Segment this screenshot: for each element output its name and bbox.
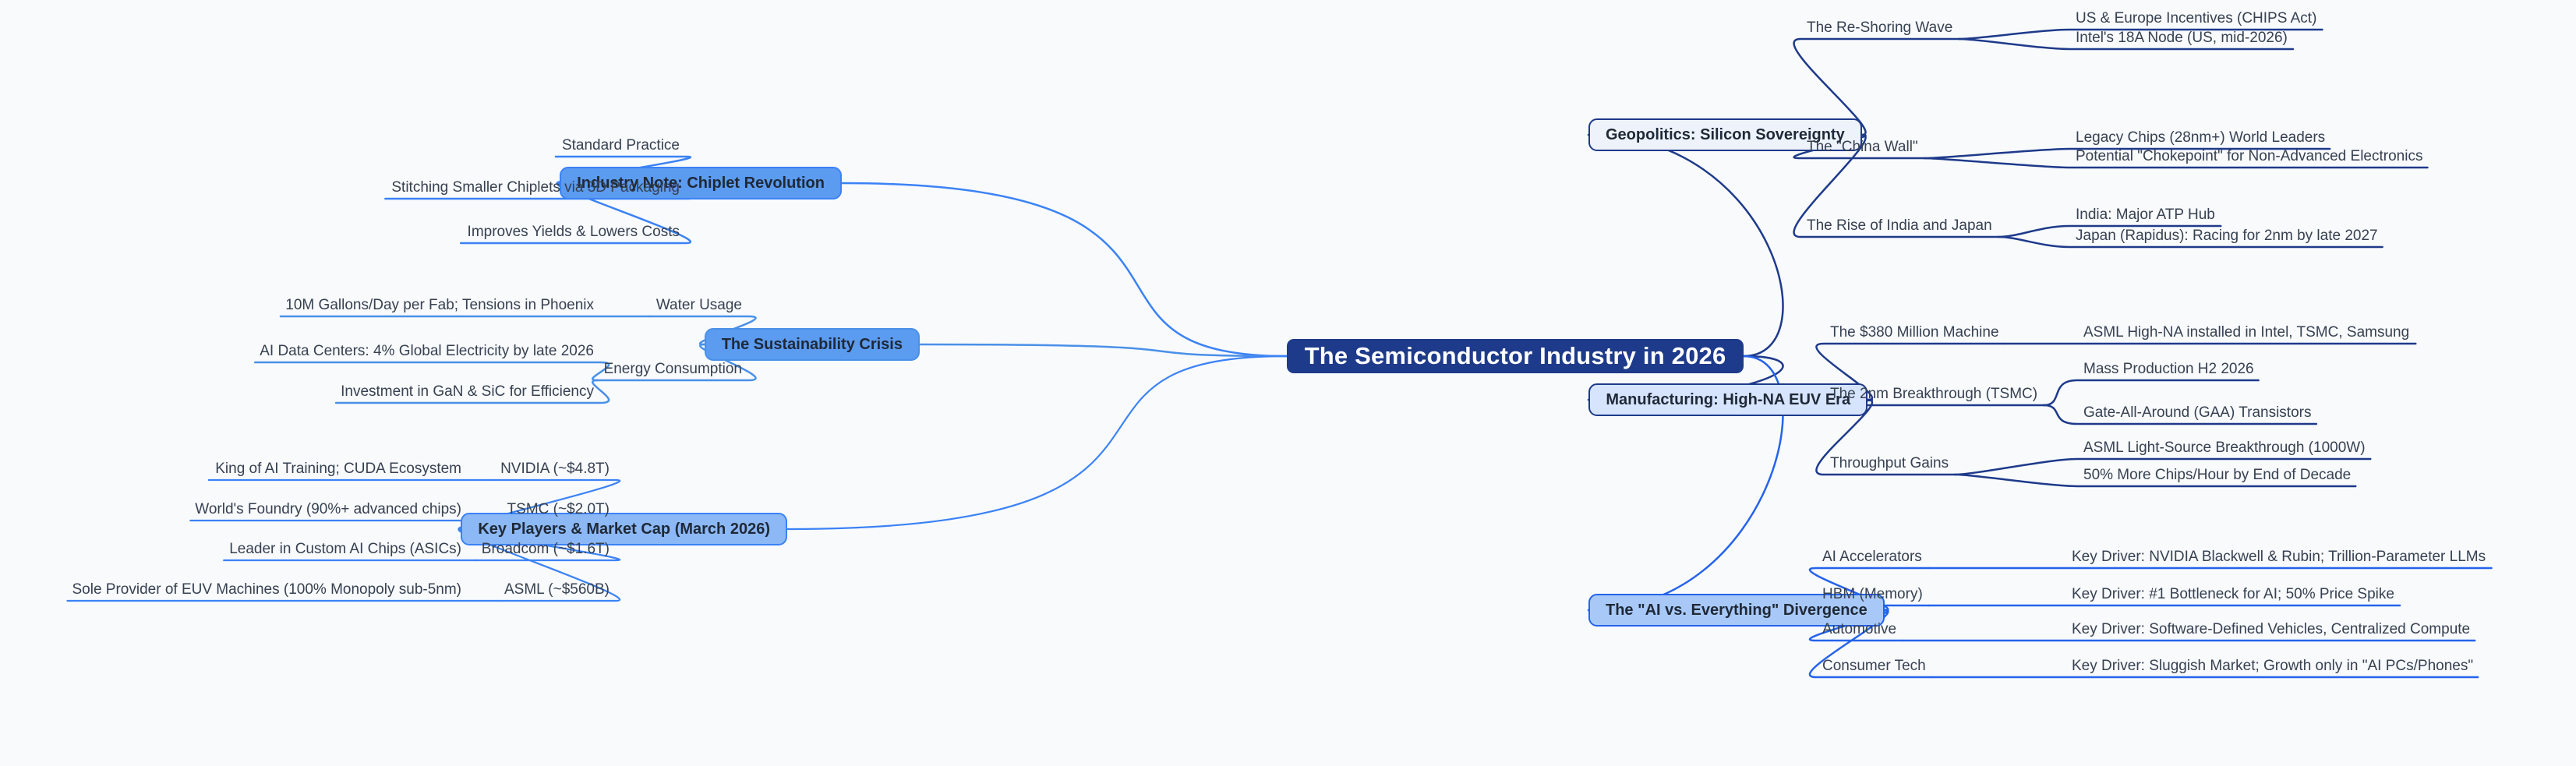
- leaf-label: World's Foundry (90%+ advanced chips): [195, 501, 461, 517]
- connector: [2042, 404, 2318, 425]
- leaf-label: Japan (Rapidus): Racing for 2nm by late …: [2076, 228, 2378, 244]
- connector: [1793, 133, 1999, 238]
- sub-branch-label: ASML (~$560B): [504, 581, 610, 598]
- connector: [1923, 157, 2429, 169]
- leaf-label: ASML Light-Source Breakthrough (1000W): [2083, 439, 2366, 456]
- sub-branch-label: TSMC (~$2.0T): [507, 501, 610, 517]
- leaf-label: US & Europe Incentives (CHIPS Act): [2076, 10, 2317, 26]
- leaf-label: 50% More Chips/Hour by End of Decade: [2083, 467, 2352, 483]
- connector: [840, 182, 1288, 358]
- sub-branch-label: Energy Consumption: [603, 361, 742, 377]
- branch-node-geopolitics[interactable]: Geopolitics: Silicon Sovereignty: [1588, 118, 1862, 151]
- branch-node-ai-divergence[interactable]: The "AI vs. Everything" Divergence: [1588, 594, 1885, 627]
- connector: [918, 343, 1288, 358]
- connector: [1953, 473, 2357, 488]
- connector: [1815, 398, 1956, 476]
- sub-branch-label: Stitching Smaller Chiplets via 3D Packag…: [391, 179, 680, 196]
- leaf-label: Key Driver: NVIDIA Blackwell & Rubin; Tr…: [2072, 549, 2486, 565]
- sub-branch-label: NVIDIA (~$4.8T): [500, 461, 610, 477]
- sub-branch-label: The $380 Million Machine: [1830, 324, 1999, 341]
- connector: [1997, 235, 2383, 249]
- connector: [1808, 567, 1931, 612]
- connector: [1793, 37, 1960, 136]
- sub-branch-label: The Re-Shoring Wave: [1807, 19, 1953, 36]
- leaf-label: Leader in Custom AI Chips (ASICs): [229, 541, 461, 557]
- connector: [253, 361, 610, 382]
- leaf-label: King of AI Training; CUDA Ecosystem: [215, 461, 461, 477]
- sub-branch-label: Automotive: [1822, 621, 1897, 637]
- sub-branch-label: Water Usage: [655, 297, 742, 313]
- leaf-label: Gate-All-Around (GAA) Transistors: [2083, 404, 2312, 421]
- leaf-label: Key Driver: #1 Bottleneck for AI; 50% Pr…: [2072, 586, 2394, 602]
- leaf-label: ASML High-NA installed in Intel, TSMC, S…: [2083, 324, 2410, 341]
- connector: [2042, 379, 2260, 407]
- branch-node-sustainability[interactable]: The Sustainability Crisis: [704, 328, 920, 361]
- sub-branch-label: Throughput Gains: [1830, 455, 1949, 471]
- connector: [1958, 37, 2295, 51]
- leaf-label: Intel's 18A Node (US, mid-2026): [2076, 30, 2288, 46]
- branch-node-chiplet[interactable]: Industry Note: Chiplet Revolution: [560, 167, 842, 199]
- connector: [596, 343, 757, 382]
- sub-branch-label: Improves Yields & Lowers Costs: [467, 224, 680, 240]
- sub-branch-label: The "China Wall": [1807, 139, 1918, 155]
- sub-branch-label: The 2nm Breakthrough (TSMC): [1830, 386, 2038, 402]
- connector: [1953, 457, 2372, 476]
- leaf-label: Mass Production H2 2026: [2083, 361, 2254, 377]
- sub-branch-label: Consumer Tech: [1822, 658, 1926, 674]
- branch-node-key-players[interactable]: Key Players & Market Cap (March 2026): [461, 513, 787, 545]
- leaf-label: Key Driver: Sluggish Market; Growth only…: [2072, 658, 2474, 674]
- leaf-label: Sole Provider of EUV Machines (100% Mono…: [72, 581, 461, 598]
- connector: [1587, 133, 1784, 358]
- leaf-label: AI Data Centers: 4% Global Electricity b…: [260, 343, 594, 359]
- sub-branch-label: The Rise of India and Japan: [1807, 217, 1992, 234]
- leaf-label: India: Major ATP Hub: [2076, 207, 2215, 223]
- connector: [786, 355, 1288, 531]
- leaf-label: Investment in GaN & SiC for Efficiency: [341, 383, 594, 400]
- sub-branch-label: HBM (Memory): [1822, 586, 1923, 602]
- leaf-label: 10M Gallons/Day per Fab; Tensions in Pho…: [285, 297, 594, 313]
- connector: [334, 379, 610, 404]
- root-node[interactable]: The Semiconductor Industry in 2026: [1287, 339, 1744, 373]
- connector: [1808, 609, 1934, 679]
- leaf-label: Key Driver: Software-Defined Vehicles, C…: [2072, 621, 2471, 637]
- leaf-label: Potential "Chokepoint" for Non-Advanced …: [2076, 148, 2423, 164]
- branch-node-manufacturing[interactable]: Manufacturing: High-NA EUV Era: [1588, 383, 1868, 416]
- sub-branch-label: Standard Practice: [561, 137, 680, 154]
- connector: [1815, 342, 2006, 401]
- sub-branch-label: Broadcom (~$1.6T): [481, 541, 610, 557]
- leaf-label: Legacy Chips (28nm+) World Leaders: [2076, 129, 2326, 146]
- sub-branch-label: AI Accelerators: [1822, 549, 1922, 565]
